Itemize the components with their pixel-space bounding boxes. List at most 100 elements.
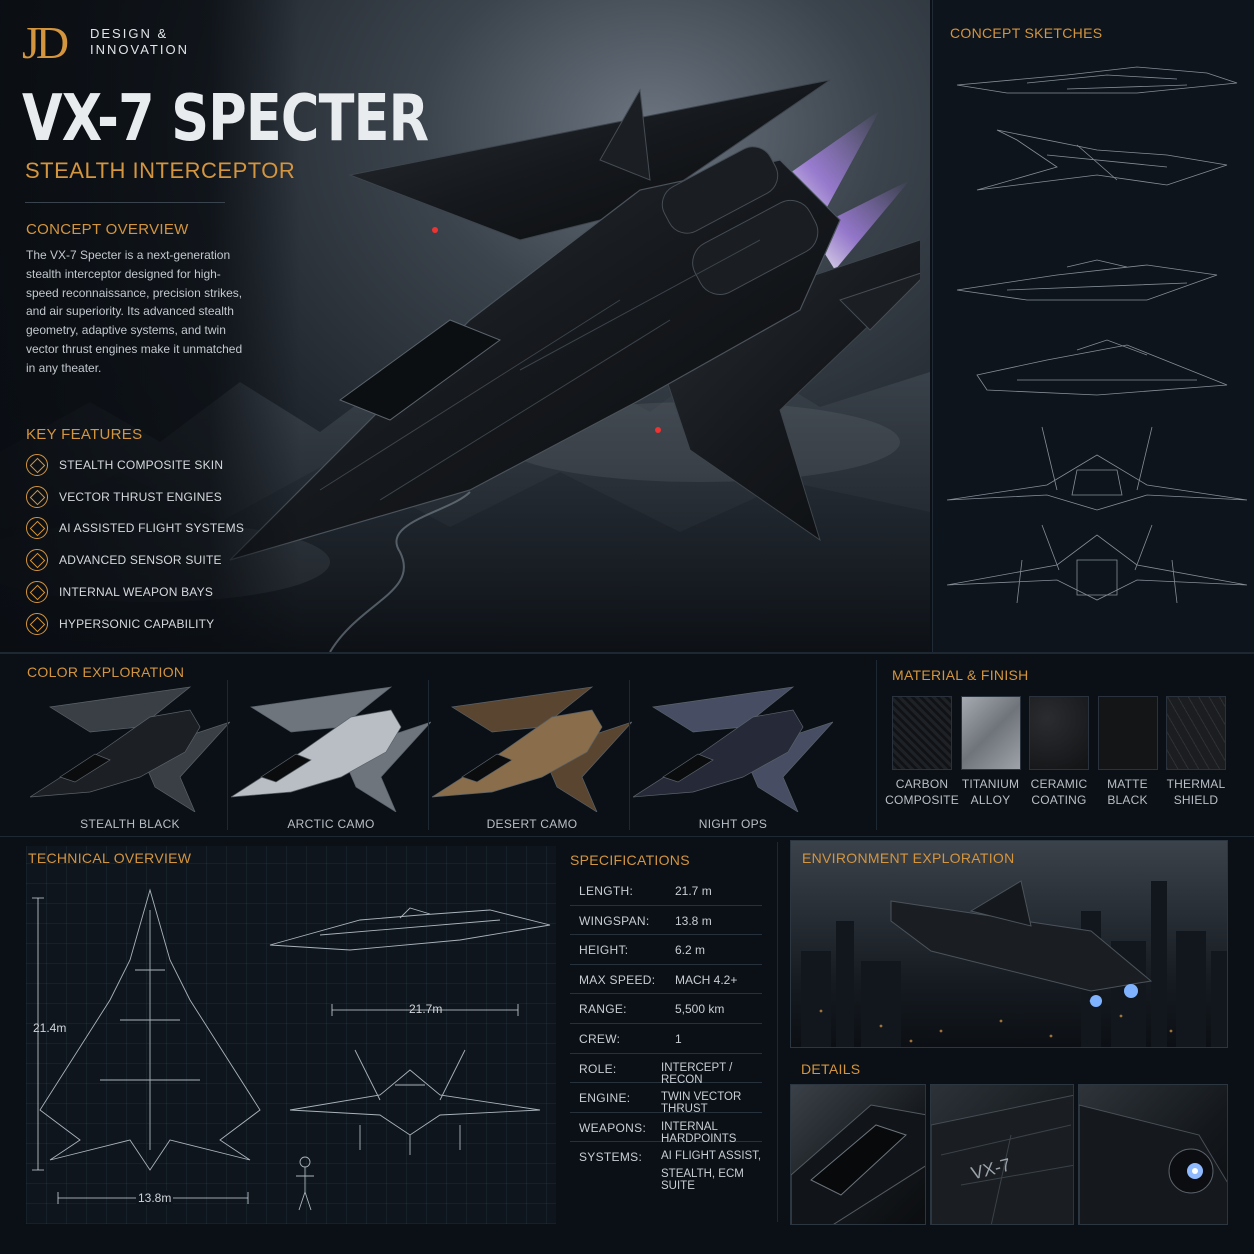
spec-key: WINGSPAN: xyxy=(579,913,650,928)
sketch-front-view-1 xyxy=(947,426,1247,511)
spec-key: SYSTEMS: xyxy=(579,1150,643,1165)
spec-key: ENGINE: xyxy=(579,1091,631,1106)
material-swatch xyxy=(960,696,1021,770)
sketch-side-view-2 xyxy=(956,259,1218,301)
material-swatch xyxy=(1166,696,1226,770)
section-divider xyxy=(0,652,1254,654)
spec-row: ROLE:INTERCEPT / RECON xyxy=(570,1054,762,1086)
spec-value: TWIN VECTOR THRUST xyxy=(661,1091,742,1116)
feature-item: INTERNAL WEAPON BAYS xyxy=(26,580,214,603)
material-label: CARBON COMPOSITE xyxy=(884,776,960,808)
material-label-line1: CERAMIC xyxy=(1030,777,1088,791)
hypersonic-icon xyxy=(26,612,48,635)
technical-overview-heading: TECHNICAL OVERVIEW xyxy=(28,850,192,866)
color-variant-label: DESERT CAMO xyxy=(486,817,578,831)
feature-label: ADVANCED SENSOR SUITE xyxy=(59,553,222,568)
spec-value-line2: STEALTH, ECM SUITE xyxy=(661,1168,744,1193)
material-label-line2: BLACK xyxy=(1107,793,1148,807)
specter-aircraft-hero xyxy=(229,79,920,561)
spec-key: LENGTH: xyxy=(579,884,634,898)
feature-label: HYPERSONIC CAPABILITY xyxy=(59,616,215,631)
cockpit-detail-drawing xyxy=(791,1104,925,1224)
material-swatch xyxy=(1097,696,1158,770)
dimension-length-label: 21.7m xyxy=(409,1002,443,1016)
material-swatch xyxy=(892,696,952,770)
environment-heading: ENVIRONMENT EXPLORATION xyxy=(802,850,1015,866)
color-variant-aircraft xyxy=(432,686,632,812)
spec-value: 21.7 m xyxy=(675,884,712,898)
material-label: MATTE BLACK xyxy=(1090,776,1166,808)
sketch-side-view-1 xyxy=(956,66,1238,94)
hull-detail-drawing xyxy=(931,1094,1073,1224)
material-swatch xyxy=(1029,696,1089,770)
feature-label: VECTOR THRUST ENGINES xyxy=(59,489,222,504)
spec-value: 6.2 m xyxy=(675,943,706,958)
dimension-height-label: 21.4m xyxy=(33,1021,67,1035)
brand-line1: DESIGN & xyxy=(90,26,169,41)
spec-row: SYSTEMS: AI FLIGHT ASSIST, STEALTH, ECM SU… xyxy=(570,1142,762,1193)
spec-row: MAX SPEED: MACH 4.2+ xyxy=(570,965,762,995)
spec-key: CREW: xyxy=(579,1032,621,1046)
dimension-lines xyxy=(32,897,519,1204)
sketch-drawings xyxy=(947,66,1247,604)
section-divider-2 xyxy=(0,836,1254,837)
material-label-line2: SHIELD xyxy=(1173,793,1219,807)
material-label-line1: THERMAL xyxy=(1166,777,1226,791)
feature-label: AI ASSISTED FLIGHT SYSTEMS xyxy=(59,521,245,536)
dimension-wingspan-label: 13.8m xyxy=(136,1191,174,1205)
jd-logo: JD xyxy=(22,17,69,68)
material-label-line1: CARBON xyxy=(895,777,949,791)
color-variant-label: ARCTIC CAMO xyxy=(287,817,375,831)
concept-overview-text: The VX-7 Specter is a next-generation st… xyxy=(26,248,243,375)
spec-row: ENGINE: TWIN VECTOR THRUST xyxy=(570,1083,762,1116)
variant-divider xyxy=(629,680,630,830)
feature-item: STEALTH COMPOSITE SKIN xyxy=(26,454,223,476)
material-divider xyxy=(876,660,877,830)
pilot-silhouette xyxy=(296,1156,314,1211)
spec-value: 13.8 m xyxy=(675,913,712,928)
brand-name: DESIGN & INNOVATION xyxy=(90,26,189,58)
spec-key: ROLE: xyxy=(579,1061,617,1076)
feature-item: ADVANCED SENSOR SUITE xyxy=(26,549,222,572)
color-exploration-heading: COLOR EXPLORATION xyxy=(27,664,185,680)
spec-key: RANGE: xyxy=(579,1002,627,1017)
spec-value: 5,500 km xyxy=(675,1002,725,1017)
color-variant-aircraft xyxy=(30,686,230,812)
page-subtitle: STEALTH INTERCEPTOR xyxy=(25,158,296,183)
sensor-icon xyxy=(26,549,48,572)
variant-divider xyxy=(428,680,429,830)
material-label-line1: MATTE xyxy=(1107,777,1148,791)
sketch-side-view-3 xyxy=(976,339,1228,396)
spec-value: MACH 4.2+ xyxy=(675,972,738,987)
spec-divider xyxy=(777,842,778,1222)
material-label-line2: COATING xyxy=(1031,793,1087,807)
concept-sketches-heading: CONCEPT SKETCHES xyxy=(950,25,1103,41)
spec-value: INTERNAL HARDPOINTS xyxy=(661,1120,737,1145)
feature-label: INTERNAL WEAPON BAYS xyxy=(59,584,214,599)
hero-image xyxy=(0,0,930,652)
spec-value: 1 xyxy=(675,1032,682,1046)
technical-grid xyxy=(26,846,556,1224)
color-variant-label: STEALTH BLACK xyxy=(80,817,180,831)
key-features-heading: KEY FEATURES xyxy=(26,426,143,443)
material-finish-heading: MATERIAL & FINISH xyxy=(892,667,1029,683)
spec-row: HEIGHT:6.2 m xyxy=(570,935,762,965)
stealth-skin-icon xyxy=(26,454,48,476)
material-label-line2: COMPOSITE xyxy=(885,793,959,807)
spec-key: WEAPONS: xyxy=(579,1120,647,1135)
page-title: VX-7 SPECTER xyxy=(22,82,429,156)
spec-row: RANGE: 5,500 km xyxy=(570,994,762,1024)
spec-key: MAX SPEED: xyxy=(579,972,656,987)
detail-engine xyxy=(1078,1084,1228,1225)
technical-blueprints xyxy=(32,888,551,1211)
feature-item: HYPERSONIC CAPABILITY xyxy=(26,612,215,635)
sketch-top-view-1 xyxy=(976,129,1228,191)
spec-value: AI FLIGHT ASSIST, xyxy=(661,1150,762,1163)
color-variant-aircraft xyxy=(633,686,833,812)
feature-item: AI ASSISTED FLIGHT SYSTEMS xyxy=(26,517,245,540)
variant-divider xyxy=(227,680,228,830)
hero-shade xyxy=(0,0,300,652)
feature-label: STEALTH COMPOSITE SKIN xyxy=(59,458,224,472)
details-heading: DETAILS xyxy=(801,1061,861,1077)
blueprint-top-view xyxy=(39,888,261,1171)
